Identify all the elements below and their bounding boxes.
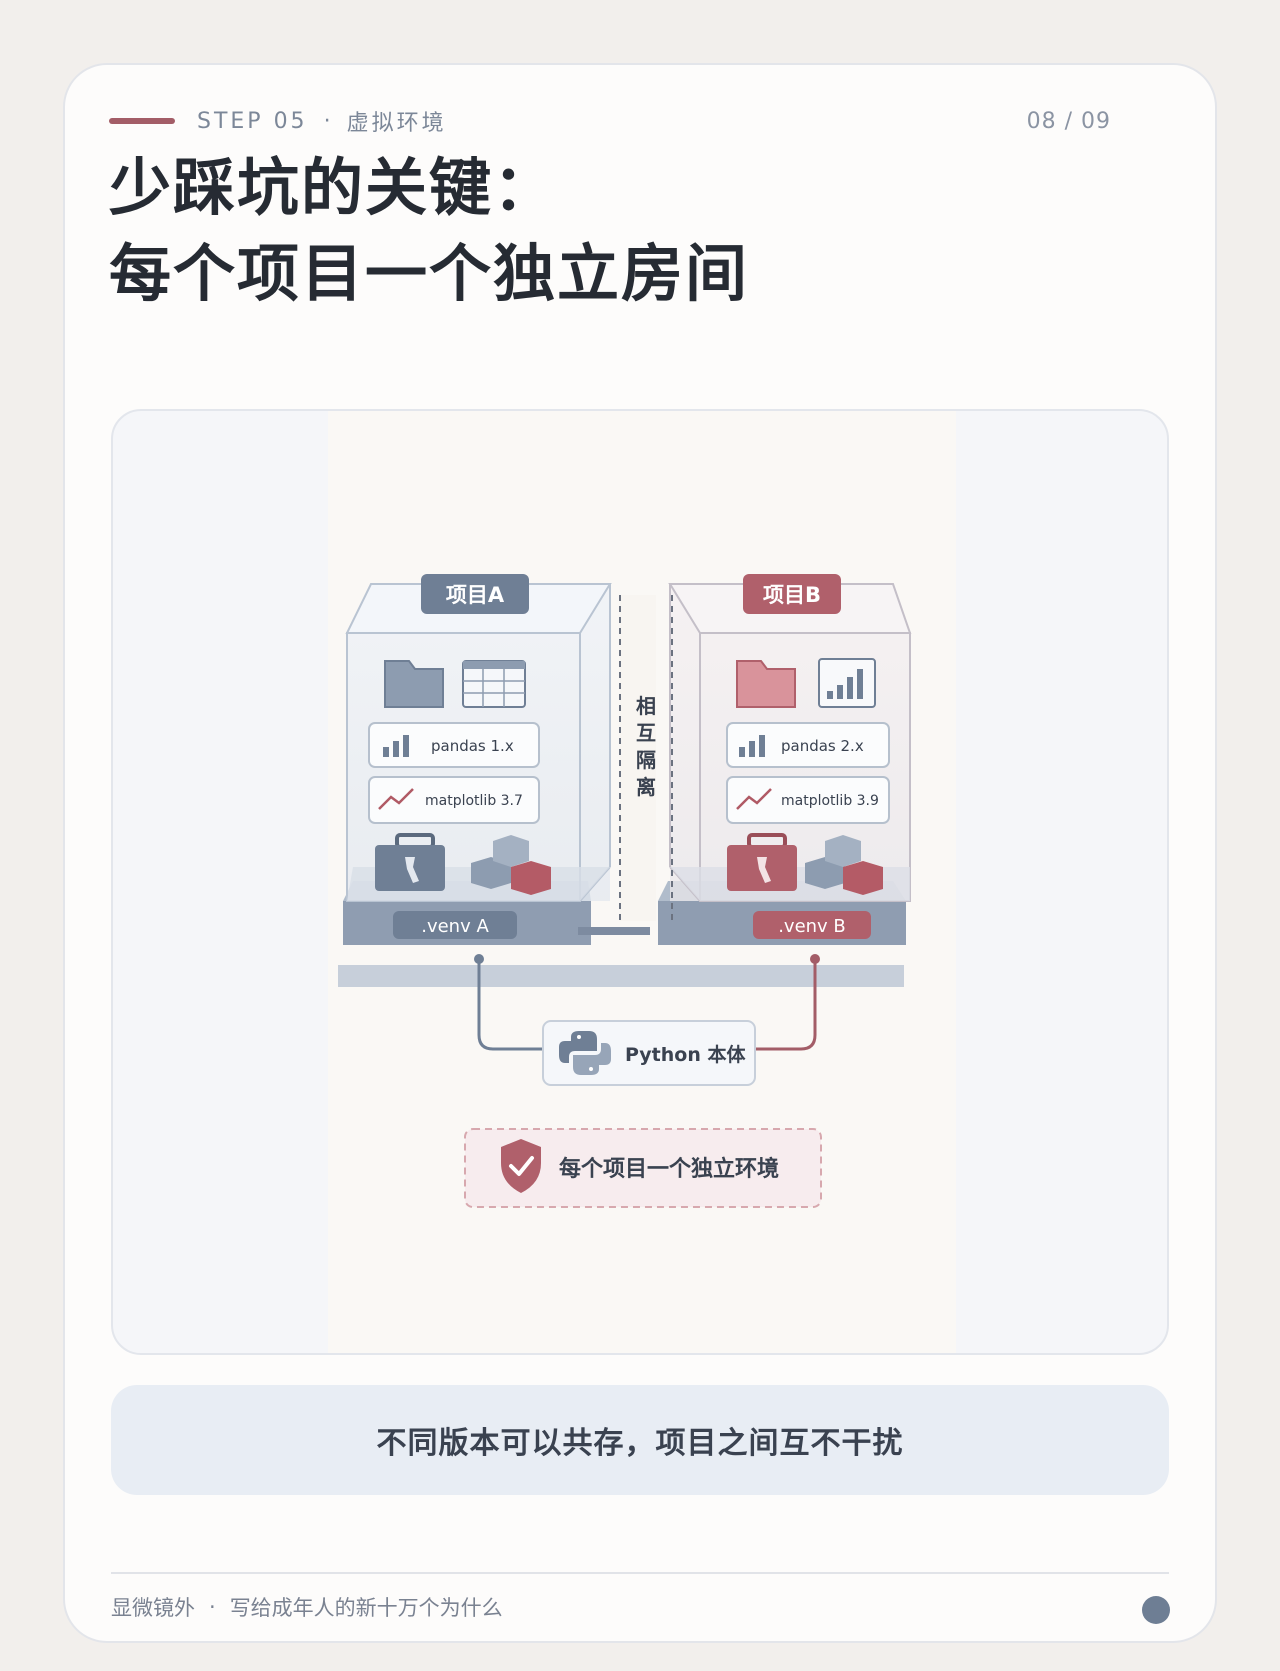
python-logo-icon [559,1031,611,1075]
venv-a-tag [393,911,517,939]
project-b-room: 项目B pandas 2.x [668,574,912,939]
package-a2-text: matplotlib 3.7 [425,793,523,809]
isolation-char-1: 相 [636,694,656,718]
isolation-badge: 每个项目一个独立环境 [464,1128,822,1208]
project-a-label: 项目A [446,583,505,607]
illustration-frame: 项目A [111,409,1169,1355]
project-b-label: 项目B [763,583,821,607]
spreadsheet-icon [462,660,526,708]
package-card-b1 [726,722,890,768]
python-node: Python 本体 [542,1020,756,1086]
page-counter: 08 / 09 [1026,109,1111,134]
footer-brand: 显微镜外 [111,1596,195,1620]
package-card-a1 [368,722,540,768]
accent-bar [109,118,175,124]
toolbox-icon [375,833,445,891]
bar-chart-icon [739,735,765,757]
package-b2-text: matplotlib 3.9 [781,793,879,809]
step-indicator: STEP 05 · 虚拟环境 [109,99,447,143]
bar-chart-icon [383,735,409,757]
project-a-room: 项目A [345,574,612,939]
python-label: Python 本体 [625,1043,746,1066]
package-card-b2 [726,776,890,824]
isolation-divider: 相 互 隔 离 [619,595,673,921]
step-label: STEP 05 [197,108,308,134]
folder-icon-red [736,660,796,708]
slide-card: STEP 05 · 虚拟环境 08 / 09 少踩坑的关键： 每个项目一个独立房… [63,63,1217,1643]
line-chart-icon [736,788,772,810]
toolbox-icon-red [727,833,797,891]
section-label: 虚拟环境 [346,111,447,136]
footer-divider [111,1572,1169,1574]
chart-window-icon [818,658,876,708]
venv-b-label: .venv B [778,916,846,937]
title-line-1: 少踩坑的关键： [109,151,558,224]
footer: 显微镜外 · 写给成年人的新十万个为什么 [111,1585,503,1629]
footer-dot [1142,1596,1170,1624]
venv-b-tag [753,911,871,939]
isolation-char-3: 隔 [636,748,656,772]
footer-tagline: 写给成年人的新十万个为什么 [229,1596,503,1620]
page-title: 少踩坑的关键： 每个项目一个独立房间 [109,145,749,317]
step-separator: · [323,108,331,134]
line-chart-icon [378,788,414,810]
package-a1-text: pandas 1.x [431,737,514,755]
project-a-tag [421,574,529,614]
summary-caption: 不同版本可以共存，项目之间互不干扰 [111,1385,1169,1495]
folder-icon [384,660,444,708]
package-card-a2 [368,776,540,824]
shield-check-icon [501,1139,541,1193]
connector-lines [474,954,820,1051]
venv-a-label: .venv A [421,916,489,937]
cubes-icon [805,835,883,895]
cubes-icon [471,835,551,895]
package-b1-text: pandas 2.x [781,737,864,755]
footer-separator: · [209,1595,216,1619]
badge-label: 每个项目一个独立环境 [559,1156,779,1182]
project-b-tag [743,574,841,614]
isolation-char-4: 离 [636,775,656,799]
title-line-2: 每个项目一个独立房间 [109,237,750,310]
isolation-diagram: 项目A [338,574,912,1208]
isolation-char-2: 互 [636,721,656,745]
